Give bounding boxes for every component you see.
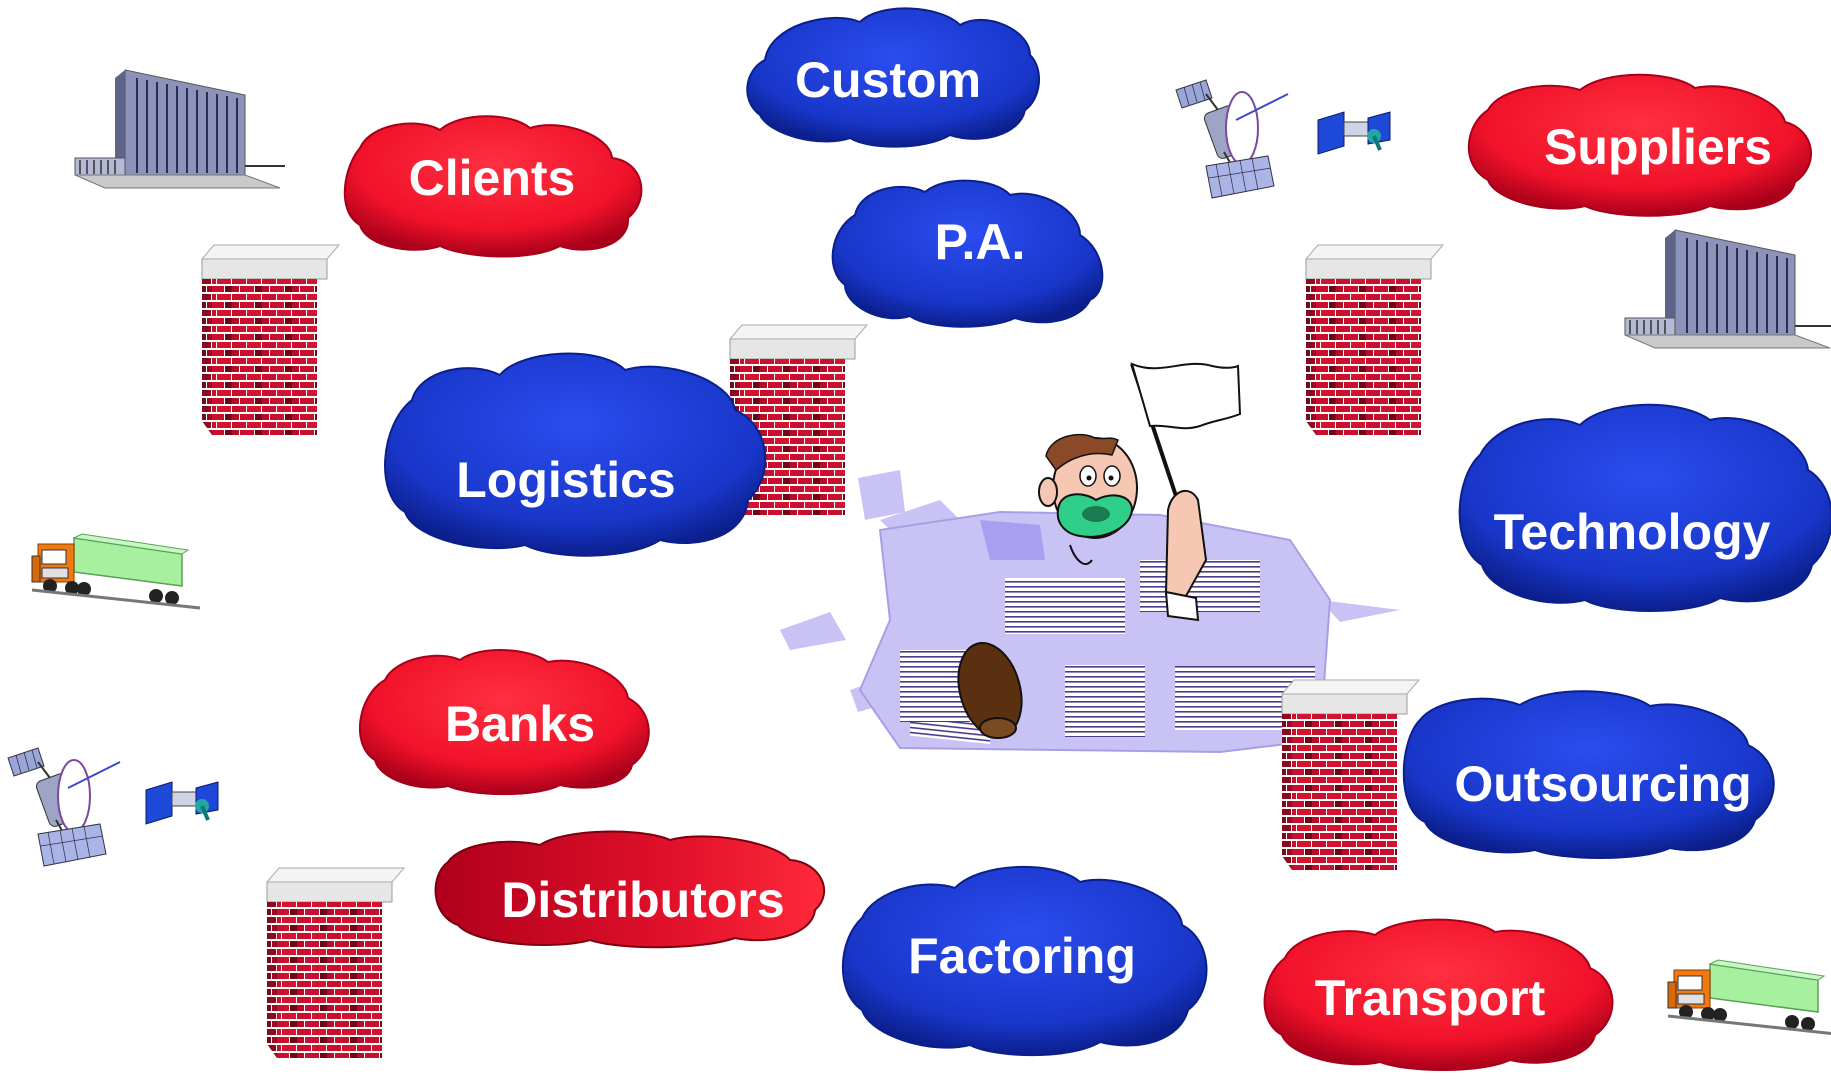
cloud-outsourcing: Outsourcing: [1402, 690, 1775, 859]
office-building-icon: [1624, 229, 1831, 349]
brick-wall-icon: [1281, 679, 1420, 871]
cloud-transport: Transport: [1263, 918, 1614, 1071]
svg-text:Clients: Clients: [409, 150, 576, 206]
brick-wall-icon: [1305, 244, 1444, 436]
cloud-pa: P.A.: [831, 179, 1104, 328]
brick-wall-icon: [201, 244, 340, 436]
svg-text:Transport: Transport: [1315, 970, 1546, 1026]
overwhelmed-man-icon: [780, 362, 1400, 754]
svg-text:Logistics: Logistics: [456, 452, 675, 508]
cloud-technology: Technology: [1458, 403, 1831, 612]
cloud-custom: Custom: [746, 7, 1041, 148]
svg-text:Factoring: Factoring: [908, 928, 1136, 984]
svg-text:Technology: Technology: [1494, 504, 1771, 560]
brick-wall-icon: [266, 867, 405, 1059]
cloud-clients: Clients: [343, 115, 643, 258]
cloud-suppliers: Suppliers: [1467, 73, 1812, 217]
cloud-logistics: Logistics: [384, 352, 767, 557]
cloud-distributors: Distributors: [434, 830, 826, 949]
ground-station-icon: [1316, 110, 1392, 156]
svg-text:Distributors: Distributors: [501, 872, 784, 928]
cloud-factoring: Factoring: [841, 865, 1208, 1057]
satellite-icon: [7, 747, 121, 867]
satellite-icon: [1175, 79, 1289, 199]
svg-text:P.A.: P.A.: [935, 214, 1026, 270]
svg-text:Outsourcing: Outsourcing: [1454, 756, 1751, 812]
truck-icon: [30, 532, 202, 610]
ground-station-icon: [144, 780, 220, 826]
svg-text:Custom: Custom: [795, 52, 981, 108]
cloud-banks: Banks: [359, 649, 650, 796]
office-building-icon: [74, 69, 286, 189]
svg-text:Banks: Banks: [445, 696, 595, 752]
svg-text:Suppliers: Suppliers: [1544, 119, 1772, 175]
truck-icon: [1666, 958, 1831, 1036]
